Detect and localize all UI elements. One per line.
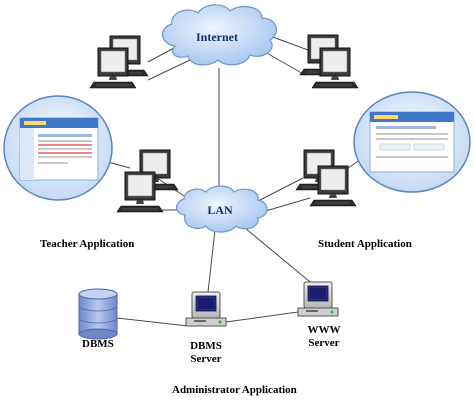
internet-cloud: Internet: [162, 4, 278, 66]
server-icon: [185, 291, 227, 327]
server-icon: [297, 281, 339, 317]
lan-label: LAN: [207, 203, 233, 217]
dbms-label: DBMS: [82, 338, 114, 350]
cloud-icon: [176, 185, 268, 233]
cloud-icon: [162, 4, 278, 66]
internet-label: Internet: [196, 30, 238, 44]
www-server-label: WWW Server: [307, 324, 341, 349]
screenshot-bubble-icon: [369, 111, 455, 173]
database-icon: [78, 288, 118, 340]
student-screenshot-bubble: [353, 91, 471, 193]
student-application-label: Student Application: [318, 238, 412, 250]
teacher-application-label: Teacher Application: [40, 238, 135, 250]
administrator-application-label: Administrator Application: [172, 384, 297, 396]
lan-cloud: LAN: [176, 185, 268, 233]
screenshot-bubble-icon: [19, 117, 99, 181]
teacher-screenshot-bubble: [3, 95, 113, 201]
dbms-server-label: DBMS Server: [190, 340, 222, 365]
